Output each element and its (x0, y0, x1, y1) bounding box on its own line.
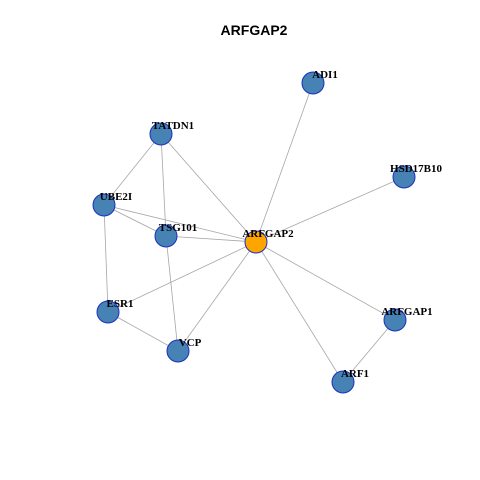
node-arf1[interactable]: ARF1 (331, 368, 369, 394)
edge-arfgap2-tsg101 (165, 235, 257, 243)
node-vcp[interactable]: VCP (166, 337, 202, 363)
node-circle[interactable] (331, 370, 355, 394)
edge-tsg101-vcp (165, 235, 179, 352)
edge-arfgap2-esr1 (107, 241, 257, 313)
edge-arfgap2-hsd17b10 (255, 176, 405, 243)
node-arfgap2[interactable]: ARFGAP2 (242, 228, 294, 254)
edge-arfgap1-arf1 (342, 319, 396, 383)
node-circle[interactable] (383, 308, 407, 332)
edges-layer (103, 82, 405, 383)
node-ube2i[interactable]: UBE2I (92, 191, 132, 217)
node-label: TATDN1 (152, 120, 194, 132)
edge-arfgap2-adi1 (255, 82, 314, 243)
edge-arfgap2-vcp (177, 241, 257, 352)
edge-arfgap2-tatdn1 (160, 133, 257, 243)
node-circle[interactable] (301, 71, 325, 95)
node-arfgap1[interactable]: ARFGAP1 (381, 306, 433, 332)
node-label: ARFGAP2 (242, 228, 294, 240)
node-esr1[interactable]: ESR1 (96, 298, 134, 324)
node-circle[interactable] (392, 165, 416, 189)
edge-tatdn1-tsg101 (160, 133, 167, 237)
edge-tatdn1-ube2i (103, 133, 162, 206)
node-label: HSD17B10 (390, 163, 442, 175)
edge-arfgap2-arfgap1 (255, 241, 396, 321)
node-circle[interactable] (149, 122, 173, 146)
edge-ube2i-esr1 (103, 204, 109, 313)
node-label: ESR1 (107, 298, 134, 310)
edge-esr1-vcp (107, 311, 179, 352)
node-tatdn1[interactable]: TATDN1 (149, 120, 194, 146)
node-circle[interactable] (244, 230, 268, 254)
node-label: ADI1 (312, 69, 338, 81)
node-hsd17b10[interactable]: HSD17B10 (390, 163, 442, 189)
node-label: ARFGAP1 (381, 306, 432, 318)
node-adi1[interactable]: ADI1 (301, 69, 338, 95)
node-label: ARF1 (341, 368, 369, 380)
node-label: TSG101 (159, 222, 198, 234)
node-label: UBE2I (100, 191, 132, 203)
node-circle[interactable] (166, 339, 190, 363)
node-circle[interactable] (96, 300, 120, 324)
node-tsg101[interactable]: TSG101 (154, 222, 198, 248)
node-circle[interactable] (92, 193, 116, 217)
edge-arfgap2-arf1 (255, 241, 344, 383)
node-circle[interactable] (154, 224, 178, 248)
graph-title: ARFGAP2 (221, 22, 288, 38)
edge-ube2i-tsg101 (103, 204, 167, 237)
edge-arfgap2-ube2i (103, 204, 257, 243)
node-label: VCP (179, 337, 202, 349)
